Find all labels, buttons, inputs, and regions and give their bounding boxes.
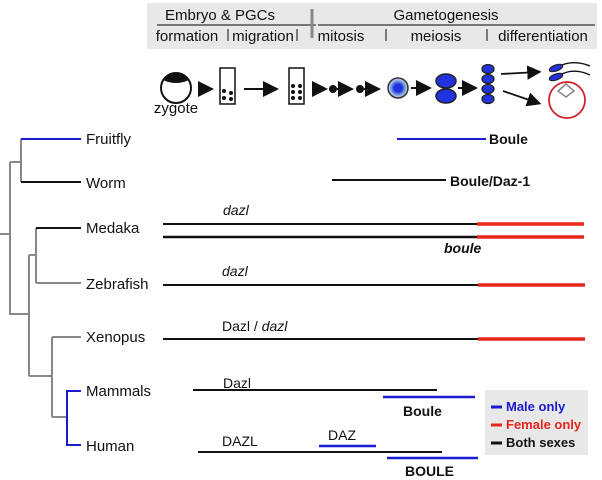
legend-background: [485, 390, 588, 455]
oocyte-icon: [548, 81, 586, 119]
legend-label-male: Male only: [506, 399, 566, 414]
sperm-icon: [548, 62, 591, 82]
gene-label-medaka-boule: boule: [444, 240, 482, 256]
gene-label-xenopus-dazl: Dazl / dazl: [222, 318, 288, 334]
gene-label-xenopus-mrna: dazl: [262, 318, 289, 334]
species-labels: Fruitfly Worm Medaka Zebrafish Xenopus M…: [86, 131, 151, 455]
gene-label-mammals-dazl: Dazl: [223, 375, 251, 391]
arrow-icon: [500, 65, 542, 80]
legend-label-both: Both sexes: [506, 435, 575, 450]
header-group-embryo: Embryo & PGCs: [165, 7, 275, 24]
gene-label-human-daz: DAZ: [328, 427, 356, 443]
gene-label-worm-boule-daz1: Boule/Daz-1: [450, 173, 530, 189]
stage-migration: migration: [232, 28, 294, 45]
expression-bars: Boule Boule/Daz-1 dazl boule dazl Dazl /…: [163, 131, 585, 479]
gene-label-human-boule: BOULE: [405, 463, 454, 479]
germ-cell-icon: [356, 85, 364, 93]
species-label-human: Human: [86, 438, 134, 455]
header-background: [147, 3, 597, 49]
species-label-mammals: Mammals: [86, 383, 151, 400]
haploid-cells-icon: [481, 63, 495, 105]
spermatogonium-icon: [387, 77, 409, 99]
zygote-icon: [160, 72, 192, 104]
gene-label-medaka-dazl: dazl: [223, 202, 250, 218]
stage-meiosis: meiosis: [411, 28, 462, 45]
stage-differentiation: differentiation: [498, 28, 588, 45]
species-label-zebrafish: Zebrafish: [86, 276, 149, 293]
gene-label-zebrafish-dazl: dazl: [222, 263, 249, 279]
species-label-medaka: Medaka: [86, 220, 140, 237]
stage-header: Embryo & PGCs Gametogenesis formation mi…: [147, 3, 597, 49]
cell-illustrations: zygote: [154, 62, 591, 119]
embryo-pgc-migration-icon: [288, 67, 305, 105]
gene-label-human-dazl: DAZL: [222, 433, 258, 449]
embryo-pgc-icon: [219, 67, 236, 105]
header-group-gametogenesis: Gametogenesis: [393, 7, 498, 24]
arrow-icon: [502, 90, 542, 107]
gene-label-xenopus-protein: Dazl /: [222, 318, 262, 334]
meiotic-cells-icon: [435, 73, 457, 104]
species-label-xenopus: Xenopus: [86, 329, 145, 346]
zygote-label: zygote: [154, 100, 198, 117]
stage-mitosis: mitosis: [318, 28, 365, 45]
species-label-fruitfly: Fruitfly: [86, 131, 132, 148]
gene-label-mammals-boule: Boule: [403, 403, 442, 419]
species-label-worm: Worm: [86, 175, 126, 192]
stage-formation: formation: [156, 28, 219, 45]
legend: Male only Female only Both sexes: [485, 390, 588, 455]
germ-cell-icon: [329, 85, 337, 93]
phylogenetic-tree: [0, 138, 81, 446]
legend-label-female: Female only: [506, 417, 582, 432]
gene-label-fruitfly-boule: Boule: [489, 131, 528, 147]
